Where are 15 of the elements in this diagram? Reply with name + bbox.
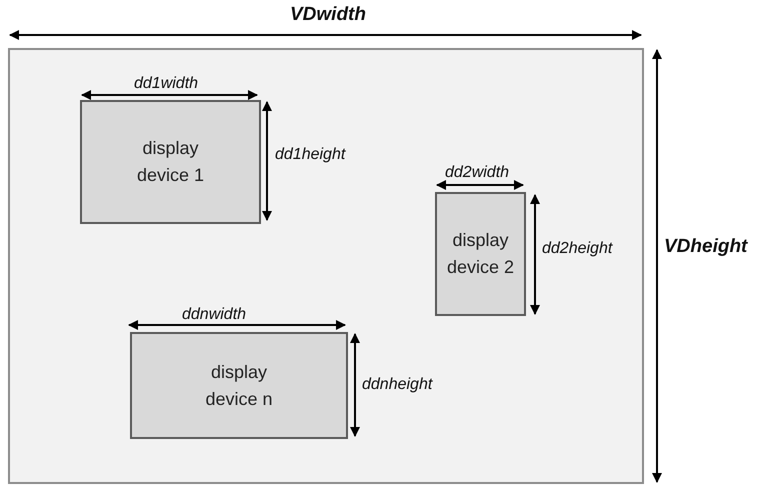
device-label: display device 2 <box>446 229 516 279</box>
dimension-label: dd2height <box>542 240 612 258</box>
dimension-label: dd1height <box>275 146 346 164</box>
display-box <box>130 332 348 439</box>
device-label: display device n <box>204 360 274 410</box>
display-box <box>435 192 526 316</box>
desktop-area <box>8 48 644 484</box>
display-box <box>80 100 261 224</box>
dimension-label: VDwidth <box>290 4 366 26</box>
device-label: display device 1 <box>136 137 206 187</box>
dimension-label: dd2width <box>445 164 510 182</box>
dimension-label: ddnwidth <box>182 306 246 324</box>
dimension-label: VDheight <box>664 236 748 258</box>
dimension-label: dd1width <box>134 75 198 93</box>
dimension-label: ddnheight <box>362 376 432 394</box>
